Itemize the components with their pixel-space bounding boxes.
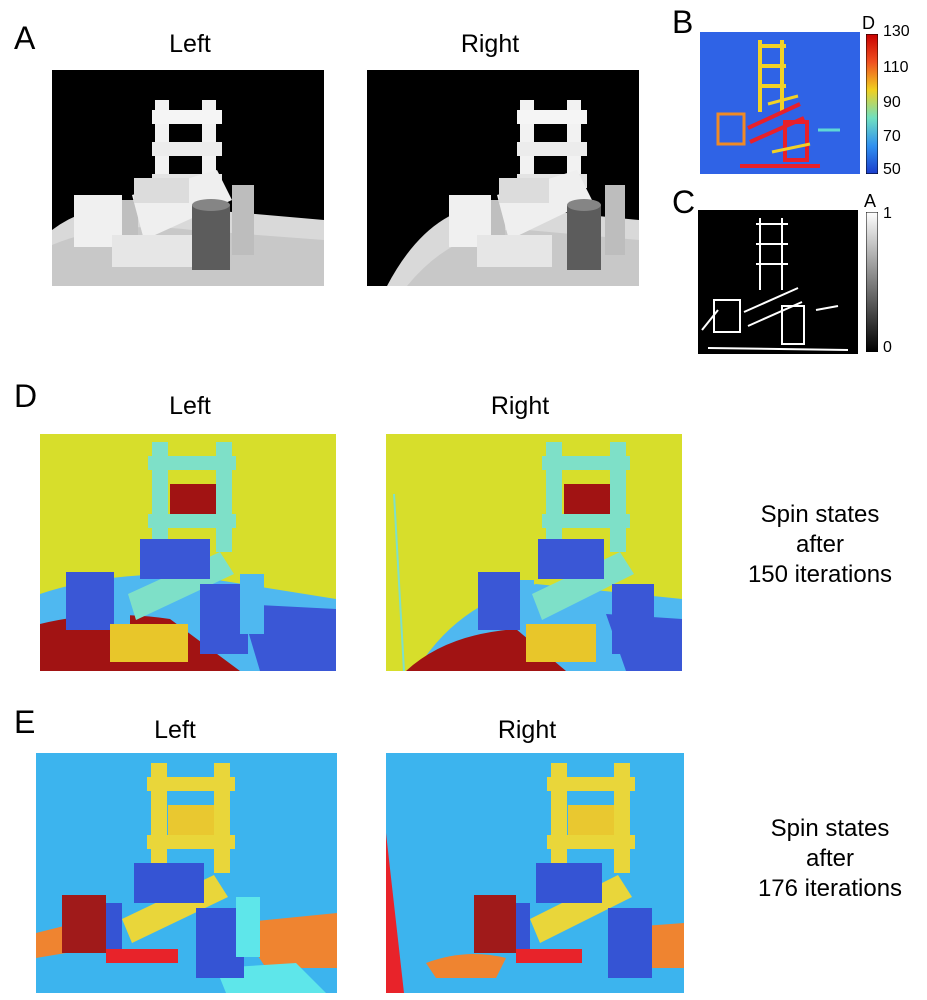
panel-d-letter: D — [14, 378, 38, 414]
panel-b-tick-70: 70 — [883, 128, 901, 145]
panel-d-caption: Spin states after 150 iterations — [747, 501, 893, 588]
panel-b-tick-110: 110 — [883, 59, 909, 76]
panel-b-tick-50: 50 — [883, 161, 901, 178]
panel-a-left-image — [52, 70, 324, 286]
panel-c-colorbar-label: A — [864, 191, 877, 211]
panel-b-letter: B — [672, 4, 694, 40]
panel-a-left-label: Left — [169, 30, 211, 58]
panel-a-right-label: Right — [460, 30, 520, 58]
panel-e-right-label: Right — [497, 716, 557, 744]
panel-e-caption: Spin states after 176 iterations — [757, 815, 903, 902]
panel-d-right-label: Right — [490, 392, 550, 420]
panel-c-alpha-map — [698, 210, 858, 354]
panel-c-tick-1: 1 — [883, 205, 892, 222]
panel-c-colorbar — [866, 212, 878, 352]
panel-d-left-spin-image — [40, 434, 336, 671]
panel-e-left-spin-image — [36, 753, 337, 993]
panel-c-tick-0: 0 — [883, 339, 892, 356]
panel-d-left-label: Left — [169, 392, 211, 420]
panel-e-right-spin-image — [386, 753, 684, 993]
panel-a-letter: A — [14, 20, 36, 56]
panel-b-colorbar — [866, 34, 878, 174]
panel-e-left-label: Left — [154, 716, 196, 744]
panel-e-letter: E — [14, 704, 36, 740]
panel-b-disparity-map — [700, 32, 860, 174]
panel-b-colorbar-label: D — [862, 13, 875, 33]
panel-b-tick-90: 90 — [883, 94, 901, 111]
panel-c-letter: C — [672, 184, 696, 220]
panel-b-tick-130: 130 — [883, 23, 910, 40]
panel-d-right-spin-image — [386, 434, 682, 671]
panel-a-right-image — [367, 70, 639, 286]
